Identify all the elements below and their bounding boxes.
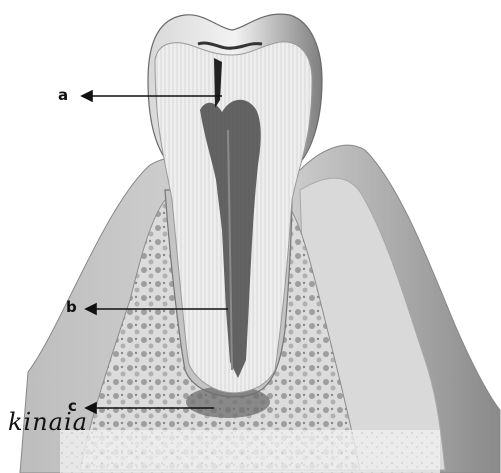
base-tissue xyxy=(60,430,440,473)
label-b: b xyxy=(66,298,77,316)
label-a: a xyxy=(58,86,68,104)
signature: kinaia xyxy=(8,408,88,436)
